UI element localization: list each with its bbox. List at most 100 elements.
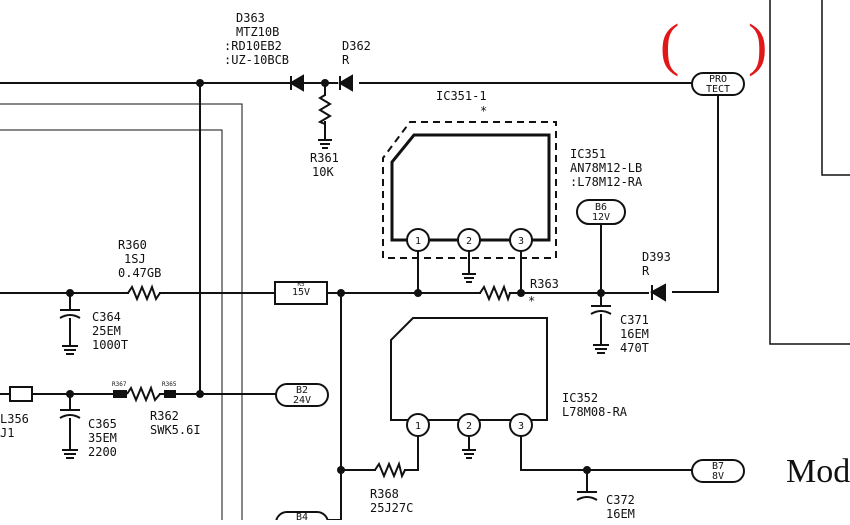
junction <box>196 79 204 87</box>
ic352-body <box>390 317 548 421</box>
ic352-pin-1-label: 1 <box>415 421 421 432</box>
r360-line2: 0.47GB <box>118 266 161 280</box>
wire-r368-right <box>404 436 419 471</box>
wire-protect-return <box>672 92 719 293</box>
fuse-r365-symbol <box>164 390 176 398</box>
d363-line2: :RD10EB2 <box>224 39 282 53</box>
resistor-r363-symbol <box>479 284 511 303</box>
r363-ref: R363 <box>530 277 559 291</box>
ic351-body <box>390 133 551 242</box>
panel-outer <box>769 0 850 345</box>
r361-value: 10K <box>312 165 334 179</box>
side-heading-fragment: Mod <box>786 453 850 490</box>
ic351-ref: IC351 <box>570 147 606 161</box>
ic351-1-ref: IC351-1 <box>436 89 487 103</box>
connector-protect-bottom: TECT <box>706 84 730 95</box>
ic351-dashed-outline <box>382 121 557 259</box>
wire-outer-route <box>0 103 243 520</box>
diode-d393-symbol <box>649 283 666 302</box>
panel-inner <box>821 0 850 176</box>
ic351-pin-1-label: 1 <box>415 236 421 247</box>
junction <box>196 390 204 398</box>
ic352-pin-3 <box>509 413 533 437</box>
c364-ref: C364 <box>92 310 121 324</box>
wire-inner-route <box>0 129 223 520</box>
wire-8v <box>520 436 693 471</box>
r5-ref: R5 <box>297 281 305 288</box>
ic351-pin-3-label: 3 <box>518 236 524 247</box>
r362-ref: R362 <box>150 409 179 423</box>
connector-b7 <box>691 459 745 483</box>
ground-c364 <box>62 345 78 355</box>
d363-line1: MTZ10B <box>236 25 279 39</box>
ic351-pin-2-label: 2 <box>466 236 472 247</box>
ic351-1-mark: * <box>480 104 487 118</box>
ic352-pin-2 <box>457 413 481 437</box>
ic351-pin-2 <box>457 228 481 252</box>
r365-label: R365 <box>162 381 177 388</box>
d362-ref: D362 <box>342 39 371 53</box>
ic352-pin-3-label: 3 <box>518 421 524 432</box>
resistor-r361-symbol <box>317 94 332 125</box>
diode-d362-symbol <box>338 74 353 92</box>
junction <box>66 289 74 297</box>
connector-b6-bottom: 12V <box>592 212 610 223</box>
r368-ref: R368 <box>370 487 399 501</box>
connector-b2 <box>275 383 329 407</box>
junction <box>66 390 74 398</box>
l356-sub: J1 <box>0 426 14 440</box>
d393-ref: D393 <box>642 250 671 264</box>
capacitor-c371-symbol <box>590 305 612 330</box>
ic352-ref: IC352 <box>562 391 598 405</box>
c365-ref: C365 <box>88 417 117 431</box>
r361-ref: R361 <box>310 151 339 165</box>
ic351-pin-3 <box>509 228 533 252</box>
connector-protect-top: PRO <box>709 74 727 85</box>
inductor-l356-box <box>9 386 33 402</box>
ic351-line2: :L78M12-RA <box>570 175 643 189</box>
r368-value: 25J27C <box>370 501 413 515</box>
r360-line1: 1SJ <box>124 252 146 266</box>
r367-label: R367 <box>112 381 127 388</box>
junction <box>597 289 605 297</box>
connector-b7-top: B7 <box>712 461 724 472</box>
ground-ic351 <box>462 273 476 283</box>
ground-ic352 <box>462 449 476 459</box>
c365-line1: 35EM <box>88 431 117 445</box>
d363-line3: :UZ-10BCB <box>224 53 289 67</box>
capacitor-c364-symbol <box>59 309 81 330</box>
resistor-r5-box <box>274 281 328 305</box>
resistor-r368-symbol <box>374 460 406 479</box>
resistor-r362-symbol <box>126 385 161 403</box>
c364-line2: 1000T <box>92 338 128 352</box>
r360-ref: R360 <box>118 238 147 252</box>
annotation-close-paren: ) <box>748 12 767 77</box>
c372-ref: C372 <box>606 493 635 507</box>
ic351-line1: AN78M12-LB <box>570 161 642 175</box>
r5-value: 15V <box>292 287 310 298</box>
ic351-pin-1 <box>406 228 430 252</box>
ic352-pin-1 <box>406 413 430 437</box>
annotation-open-paren: ( <box>660 12 679 77</box>
capacitor-c365-symbol <box>59 409 81 430</box>
d363-ref: D363 <box>236 11 265 25</box>
junction <box>583 466 591 474</box>
connector-b2-bottom: 24V <box>293 395 311 406</box>
ground-r361 <box>318 139 332 149</box>
fuse-r367-symbol <box>113 390 127 398</box>
ground-c371 <box>593 344 609 354</box>
r362-value: SWK5.6I <box>150 423 201 437</box>
junction <box>517 289 525 297</box>
c372-line1: 16EM <box>606 507 635 520</box>
connector-b7-bottom: 8V <box>712 471 724 482</box>
connector-b4-top: B4 <box>296 512 308 520</box>
d393-value: R <box>642 264 650 278</box>
connector-protect <box>691 72 745 96</box>
ic352-pin-2-label: 2 <box>466 421 472 432</box>
junction <box>337 466 345 474</box>
capacitor-c372-symbol <box>576 491 598 501</box>
c371-line2: 470T <box>620 341 649 355</box>
c365-line2: 2200 <box>88 445 117 459</box>
c371-ref: C371 <box>620 313 649 327</box>
